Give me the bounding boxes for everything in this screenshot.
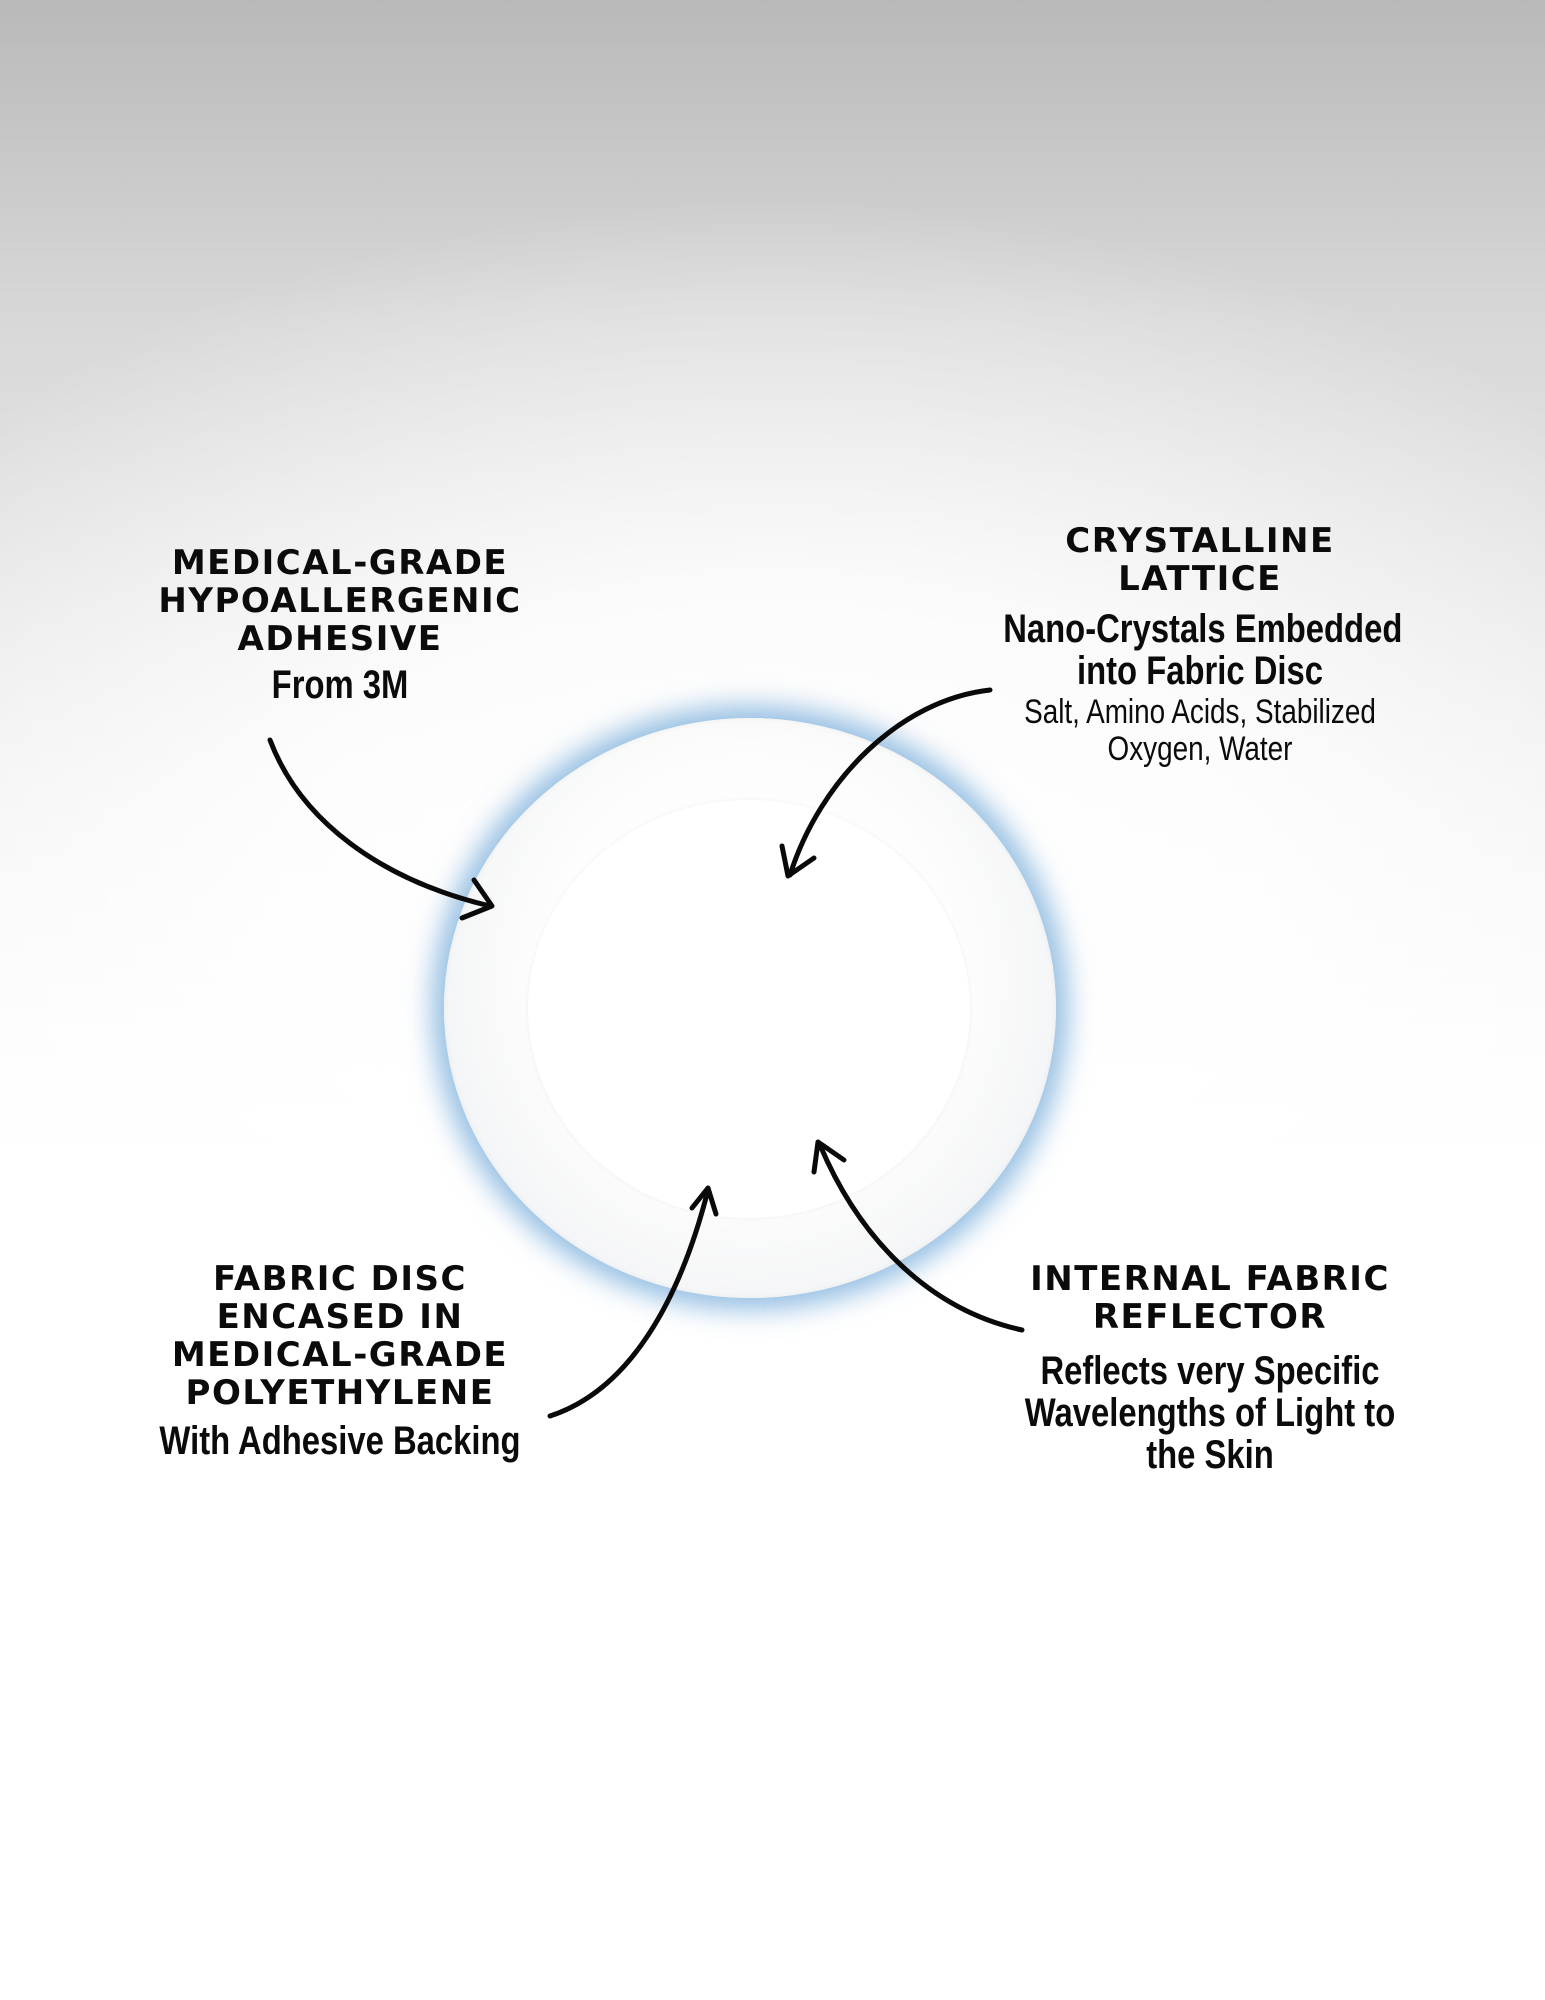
callout-crystalline-lattice-title: CRYSTALLINE LATTICE (960, 522, 1440, 598)
callout-internal-reflector-title: INTERNAL FABRIC REFLECTOR (980, 1260, 1440, 1336)
callout-crystalline-lattice-note: Salt, Amino Acids, Stabilized Oxygen, Wa… (1003, 694, 1397, 768)
patch-inner-disc (528, 800, 970, 1218)
callout-fabric-disc-subtitle: With Adhesive Backing (151, 1420, 528, 1462)
callout-crystalline-lattice: CRYSTALLINE LATTICE Nano-Crystals Embedd… (960, 522, 1440, 768)
callout-adhesive-subtitle: From 3M (151, 664, 528, 706)
callout-internal-reflector: INTERNAL FABRIC REFLECTOR Reflects very … (980, 1260, 1440, 1476)
callout-adhesive: MEDICAL-GRADE HYPOALLERGENIC ADHESIVE Fr… (110, 544, 570, 706)
callout-adhesive-title: MEDICAL-GRADE HYPOALLERGENIC ADHESIVE (110, 544, 570, 658)
callout-fabric-disc-title: FABRIC DISC ENCASED IN MEDICAL-GRADE POL… (110, 1260, 570, 1412)
callout-crystalline-lattice-subtitle: Nano-Crystals Embedded into Fabric Disc (1003, 608, 1397, 692)
callout-fabric-disc: FABRIC DISC ENCASED IN MEDICAL-GRADE POL… (110, 1260, 570, 1462)
callout-internal-reflector-subtitle: Reflects very Specific Wavelengths of Li… (1021, 1350, 1398, 1476)
